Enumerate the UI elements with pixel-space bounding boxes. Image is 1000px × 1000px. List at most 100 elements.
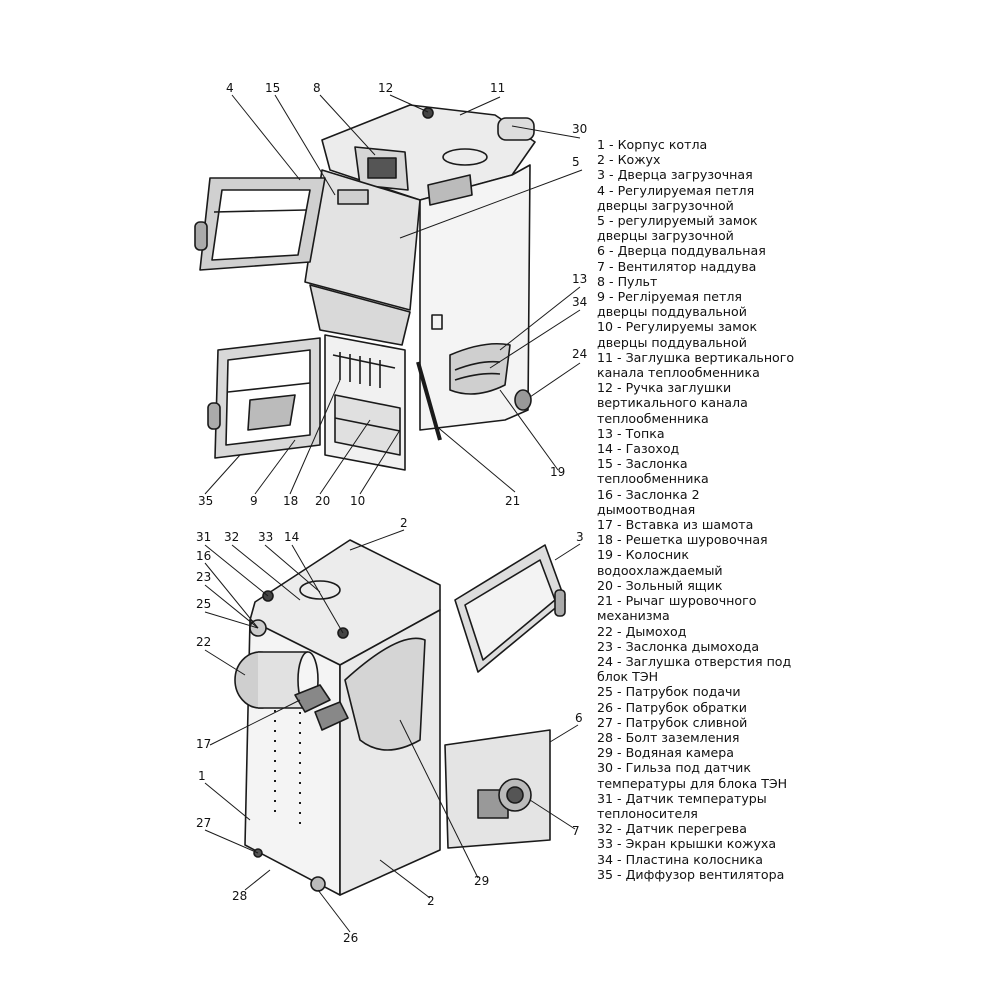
legend-line: 7 - Вентилятор наддува <box>597 258 757 274</box>
callout-label: 14 <box>284 530 299 544</box>
callout-label: 5 <box>572 155 580 169</box>
callout-label: 31 <box>196 530 211 544</box>
callout-label: 2 <box>427 894 435 908</box>
legend-line: теплоносителя <box>597 805 698 821</box>
callout-label: 16 <box>196 549 211 563</box>
loading-door-3 <box>454 544 566 673</box>
legend-line: 13 - Топка <box>597 425 665 441</box>
legend-line: 15 - Заслонка <box>597 456 688 472</box>
legend-line: 34 - Пластина колосника <box>597 851 763 867</box>
callout-label: 8 <box>313 81 321 95</box>
legend-line: 27 - Патрубок сливной <box>597 714 748 730</box>
legend-line: температуры для блока ТЭН <box>597 775 788 791</box>
legend-line: 2 - Кожух <box>597 152 661 168</box>
callout-label: 22 <box>196 635 211 649</box>
legend-line: 10 - Регулируемы замок <box>597 319 758 335</box>
callout-label: 33 <box>258 530 273 544</box>
legend-line: 8 - Пульт <box>597 273 658 289</box>
legend-line: дверцы загрузочной <box>597 197 734 213</box>
legend-line: 23 - Заслонка дымохода <box>597 638 760 654</box>
legend-line: 16 - Заслонка 2 <box>597 486 700 502</box>
legend-line: 3 - Дверца загрузочная <box>597 167 753 183</box>
legend-line: 18 - Решетка шуровочная <box>597 532 768 548</box>
callout-label: 12 <box>378 81 393 95</box>
callout-label: 10 <box>350 494 365 508</box>
legend-line: дверцы поддувальной <box>597 304 747 320</box>
callout-label: 6 <box>575 711 583 725</box>
bottom-boiler-view <box>204 529 581 933</box>
callout-label: 35 <box>198 494 213 508</box>
side-rivets <box>274 700 301 832</box>
legend-line: 31 - Датчик температуры <box>597 790 767 806</box>
legend-line: 12 - Ручка заглушки <box>597 380 732 396</box>
callout-label: 25 <box>196 597 211 611</box>
callout-label: 3 <box>576 530 584 544</box>
callout-label: 21 <box>505 494 520 508</box>
legend-line: дымоотводная <box>597 501 696 517</box>
callout-label: 11 <box>490 81 505 95</box>
legend-line: дверцы загрузочной <box>597 228 734 244</box>
loading-door-open <box>194 177 326 271</box>
legend-line: 11 - Заглушка вертикального <box>597 349 795 365</box>
callout-label: 13 <box>572 272 587 286</box>
bottom-leader-lines <box>204 529 581 933</box>
callout-label: 20 <box>315 494 330 508</box>
top-boiler-view <box>194 94 583 495</box>
legend-line: 28 - Болт заземления <box>597 729 740 745</box>
callout-label: 9 <box>250 494 258 508</box>
callout-label: 26 <box>343 931 358 945</box>
legend-line: дверцы поддувальной <box>597 334 747 350</box>
legend-line: 1 - Корпус котла <box>597 137 708 152</box>
legend-line: 24 - Заглушка отверстия под <box>597 653 792 669</box>
callout-label: 4 <box>226 81 234 95</box>
callout-label: 28 <box>232 889 247 903</box>
legend-line: 6 - Дверца поддувальная <box>597 243 766 259</box>
legend-line: 26 - Патрубок обратки <box>597 699 747 715</box>
top-leader-lines <box>204 94 583 495</box>
callout-label: 17 <box>196 737 211 751</box>
legend-line: 21 - Рычаг шуровочного <box>597 593 757 609</box>
legend-line: 20 - Зольный ящик <box>597 577 723 593</box>
callout-label: 27 <box>196 816 211 830</box>
legend-line: 25 - Патрубок подачи <box>597 684 741 700</box>
ash-door-6-with-fan <box>444 729 551 849</box>
top-callout-labels: 4 15 8 12 11 30 5 13 34 24 19 21 10 20 1… <box>198 81 587 508</box>
legend-line: канала теплообменника <box>597 365 760 381</box>
legend-line: 9 - Регліруемая петля <box>597 289 743 305</box>
callout-label: 29 <box>474 874 489 888</box>
legend-line: 22 - Дымоход <box>597 623 687 639</box>
shaking-grate <box>332 352 396 388</box>
callout-label: 1 <box>198 769 206 783</box>
legend-line: теплообменника <box>597 471 709 487</box>
legend-line: 17 - Вставка из шамота <box>597 517 754 533</box>
legend-line: механизма <box>597 608 670 624</box>
callout-label: 23 <box>196 570 211 584</box>
boiler-drawing: 4 15 8 12 11 30 5 13 34 24 19 21 10 20 1… <box>194 81 587 945</box>
legend-line: водоохлаждаемый <box>597 562 723 578</box>
callout-label: 24 <box>572 347 587 361</box>
legend-line: теплообменника <box>597 410 709 426</box>
callout-label: 2 <box>400 516 408 530</box>
legend-line: блок ТЭН <box>597 669 659 685</box>
callout-label: 34 <box>572 295 587 309</box>
callout-label: 30 <box>572 122 587 136</box>
legend-line: 4 - Регулируемая петля <box>597 182 755 198</box>
callout-label: 18 <box>283 494 298 508</box>
callout-label: 7 <box>572 824 580 838</box>
legend-line: 30 - Гильза под датчик <box>597 760 751 776</box>
legend-line: 33 - Экран крышки кожуха <box>597 836 777 852</box>
callout-label: 19 <box>550 465 565 479</box>
callout-label: 15 <box>265 81 280 95</box>
firebox-opening <box>449 342 511 395</box>
legend-line: 14 - Газоход <box>597 441 680 457</box>
bottom-callout-labels: 2 31 32 33 14 16 23 25 22 17 1 27 28 26 … <box>196 516 584 945</box>
legend-line: 19 - Колосник <box>597 547 689 563</box>
legend-line: 5 - регулируемый замок <box>597 213 758 229</box>
ash-door-open <box>207 337 321 459</box>
legend-line: 32 - Датчик перегрева <box>597 821 747 837</box>
legend-line: вертикального канала <box>597 395 748 411</box>
callout-label: 32 <box>224 530 239 544</box>
legend-line: 29 - Водяная камера <box>597 745 735 761</box>
